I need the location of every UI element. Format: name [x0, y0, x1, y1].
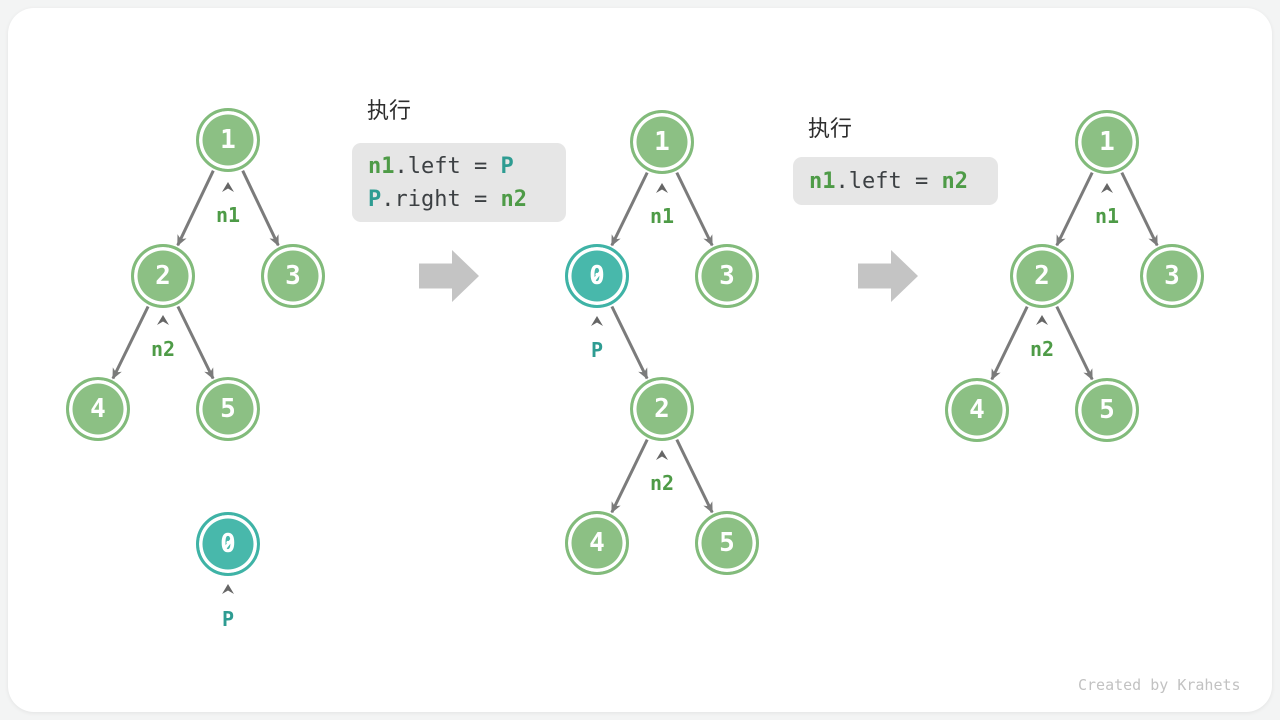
code-token-green: n1: [368, 153, 395, 179]
code-token-dark: .right =: [381, 186, 501, 212]
node-value: 2: [654, 394, 670, 424]
tree-node: 5: [1075, 378, 1139, 442]
tree-node: 4: [66, 377, 130, 441]
step-title-1: 执行: [367, 99, 412, 124]
node-value: 1: [220, 125, 236, 155]
step-title-2: 执行: [808, 117, 853, 142]
watermark-credit: Created by Krahets: [1078, 676, 1241, 694]
tree-node: 0: [196, 512, 260, 576]
code-token-dark: .left =: [394, 153, 501, 179]
tree-node: 3: [261, 244, 325, 308]
pointer-label-n2: n2: [1029, 337, 1055, 361]
node-value: 5: [220, 394, 236, 424]
tree-node: 1: [1075, 110, 1139, 174]
pointer-label-p: P: [221, 607, 235, 631]
tree-node: 2: [131, 244, 195, 308]
pointer-label-n1: n1: [215, 203, 241, 227]
tree-node: 2: [630, 377, 694, 441]
tree-node: 1: [630, 110, 694, 174]
code-line: n1.left = n2: [809, 165, 982, 198]
code-token-dark: .left =: [835, 168, 942, 194]
pointer-label-p: P: [590, 338, 604, 362]
tree-node: 3: [695, 244, 759, 308]
tree-node: 0: [565, 244, 629, 308]
node-value: 2: [1034, 261, 1050, 291]
tree-node: 3: [1140, 244, 1204, 308]
code-token-green: n2: [941, 168, 968, 194]
pointer-label-n1: n1: [1094, 204, 1120, 228]
code-line: P.right = n2: [368, 183, 550, 216]
node-value: 5: [719, 528, 735, 558]
node-value: 4: [969, 395, 985, 425]
node-value: 5: [1099, 395, 1115, 425]
node-value: 3: [719, 261, 735, 291]
code-token-green: n2: [500, 186, 527, 212]
node-value: 2: [155, 261, 171, 291]
pointer-label-n2: n2: [150, 337, 176, 361]
node-value: 1: [654, 127, 670, 157]
node-value: 4: [90, 394, 106, 424]
code-token-teal: P: [368, 186, 382, 212]
node-value: 3: [285, 261, 301, 291]
node-value: 1: [1099, 127, 1115, 157]
code-block-2: n1.left = n2: [793, 157, 998, 205]
code-line: n1.left = P: [368, 150, 550, 183]
tree-node: 5: [695, 511, 759, 575]
pointer-label-n1: n1: [649, 204, 675, 228]
tree-node: 5: [196, 377, 260, 441]
tree-node: 4: [565, 511, 629, 575]
tree-node: 2: [1010, 244, 1074, 308]
tree-node: 4: [945, 378, 1009, 442]
code-token-green: n1: [809, 168, 836, 194]
pointer-label-n2: n2: [649, 471, 675, 495]
code-token-teal: P: [500, 153, 514, 179]
node-value: 4: [589, 528, 605, 558]
node-value: 3: [1164, 261, 1180, 291]
tree-node: 1: [196, 108, 260, 172]
